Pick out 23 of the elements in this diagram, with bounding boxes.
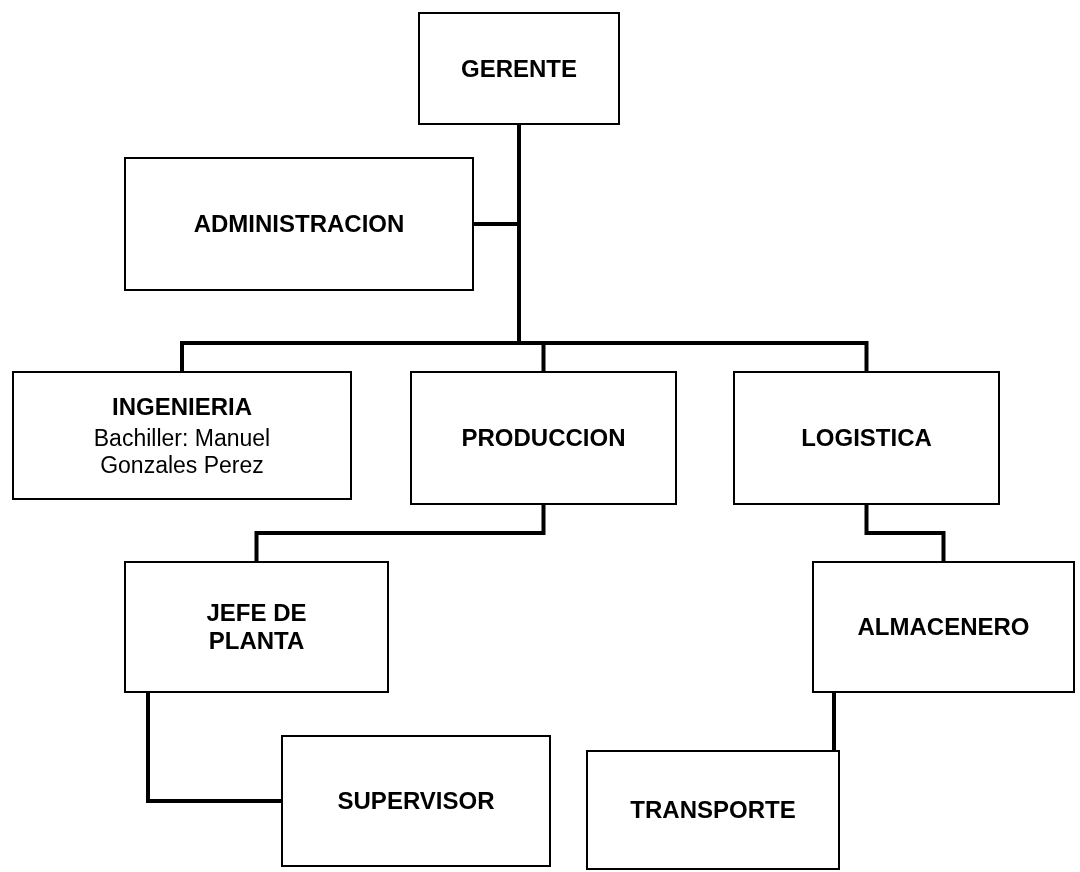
connector-line [864, 505, 946, 561]
org-box [281, 735, 551, 867]
connector-line [832, 693, 836, 750]
box-title: GERENTE [461, 54, 577, 83]
org-box [586, 750, 840, 870]
box-title: SUPERVISOR [337, 787, 495, 815]
box-title: JEFE DE PLANTA [205, 599, 308, 655]
connector-line [146, 693, 281, 803]
box-title: LOGISTICA [801, 424, 932, 452]
box-title: ADMINISTRACION [193, 210, 405, 238]
org-box [418, 12, 620, 125]
connector-line [254, 505, 546, 561]
box-title: INGENIERIA [112, 392, 252, 421]
org-box [410, 371, 677, 505]
org-box [12, 371, 352, 500]
box-title: PRODUCCION [461, 424, 626, 452]
org-box [733, 371, 1000, 505]
box-title: ALMACENERO [857, 613, 1030, 641]
box-note: Bachiller: Manuel Gonzales Perez [92, 424, 272, 479]
org-box [124, 561, 389, 693]
box-title: TRANSPORTE [630, 796, 796, 824]
org-box [812, 561, 1075, 693]
org-box [124, 157, 474, 291]
